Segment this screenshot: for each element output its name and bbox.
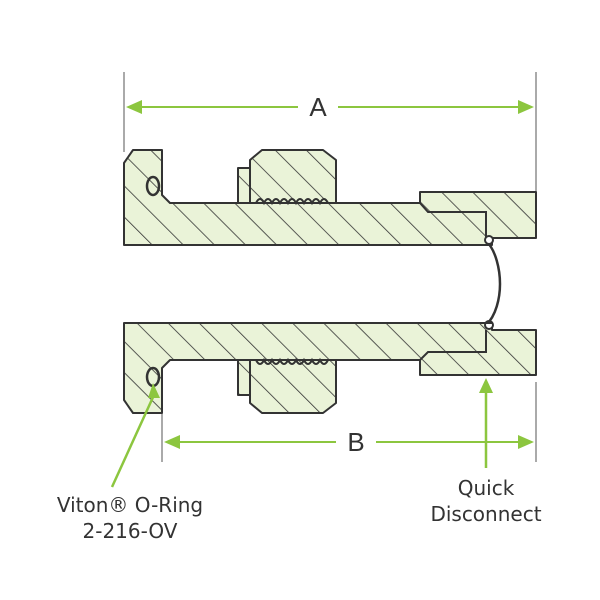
dimension-b: B	[164, 427, 534, 457]
flange-oring-upper	[145, 175, 161, 197]
dimension-a: A	[126, 92, 534, 122]
oring-callout-line1: Viton® O-Ring	[57, 493, 203, 517]
quick-disconnect-bore-lower	[419, 330, 487, 361]
dimension-b-label: B	[347, 427, 364, 457]
jam-nut-washer-lower	[237, 359, 251, 396]
quick-disconnect-callout-line1: Quick	[458, 476, 515, 500]
oring-callout: Viton® O-Ring 2-216-OV	[57, 383, 203, 543]
thread-upper	[255, 198, 329, 206]
quick-disconnect-bore-upper	[419, 202, 487, 238]
thread-lower	[255, 357, 329, 365]
jam-nut-upper	[249, 149, 337, 204]
quick-disconnect-oring	[485, 240, 502, 326]
quick-disconnect-callout: Quick Disconnect	[430, 378, 542, 526]
dimension-a-label: A	[309, 92, 327, 122]
quick-disconnect-callout-line2: Disconnect	[430, 502, 541, 526]
jam-nut-lower	[249, 359, 337, 414]
quick-disconnect-oring-top	[484, 235, 494, 245]
jam-nut-washer-upper	[237, 167, 251, 204]
oring-callout-line2: 2-216-OV	[83, 519, 178, 543]
